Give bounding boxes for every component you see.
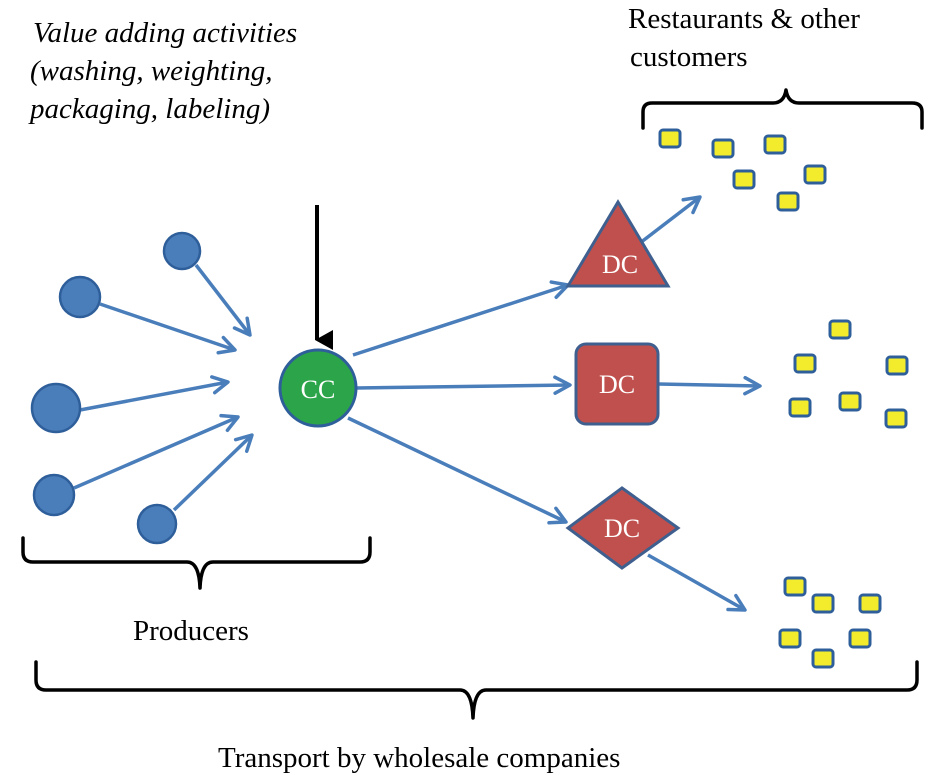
cc-to-dc-arrow [355, 375, 572, 395]
producer-node [30, 382, 82, 434]
dc-to-customers-arrow [657, 375, 762, 396]
distribution-center-triangle: DC [565, 199, 671, 288]
value-adding-label-line2: (washing, weighting, [30, 55, 272, 87]
producer-node [58, 275, 102, 319]
distribution-center-diamond: DC [565, 486, 681, 570]
dc-to-customers-arrow [647, 553, 747, 612]
customer-node [783, 576, 807, 597]
cc-to-dc-arrow [347, 416, 568, 525]
customer-node [763, 134, 787, 155]
customers-brace [641, 88, 924, 130]
customers-label-line2: customers [630, 41, 748, 73]
customer-node [793, 353, 817, 374]
transport-brace [34, 660, 919, 720]
customer-node [811, 648, 835, 669]
customer-node [858, 593, 882, 614]
producer-arrow [99, 302, 237, 355]
producer-arrow [73, 413, 240, 490]
customer-node [658, 128, 682, 149]
customer-node [788, 397, 812, 418]
customer-node [848, 628, 872, 649]
collection-center-node: CC [278, 348, 358, 428]
customer-node [803, 164, 827, 185]
producer-node [136, 503, 178, 545]
customer-node [885, 355, 909, 376]
producer-node [32, 473, 76, 517]
producer-arrow [194, 263, 252, 337]
customer-node [828, 319, 852, 340]
customer-node [778, 628, 802, 649]
customer-node [732, 169, 756, 190]
producers-label: Producers [133, 615, 249, 647]
value-adding-label-line3: packaging, labeling) [28, 93, 270, 125]
producer-node [162, 231, 202, 271]
dc-triangle-label: DC [602, 250, 638, 279]
producer-arrow [79, 375, 230, 412]
producer-arrow [172, 433, 254, 512]
distribution-center-square: DC [574, 342, 660, 426]
customer-node [811, 593, 835, 614]
customers-label-line1: Restaurants & other [628, 3, 860, 35]
dc-to-customers-arrow [638, 195, 702, 245]
producers-brace [21, 536, 372, 590]
customer-node [776, 191, 800, 212]
value-adding-label-line1: Value adding activities [33, 17, 297, 49]
customer-node [838, 391, 862, 412]
dc-square-label: DC [599, 370, 635, 399]
transport-label: Transport by wholesale companies [218, 742, 620, 774]
customer-node [884, 408, 908, 429]
cc-to-dc-arrow [352, 280, 570, 357]
customer-node [711, 138, 735, 159]
dc-diamond-label: DC [604, 514, 640, 543]
cc-label: CC [301, 375, 336, 404]
